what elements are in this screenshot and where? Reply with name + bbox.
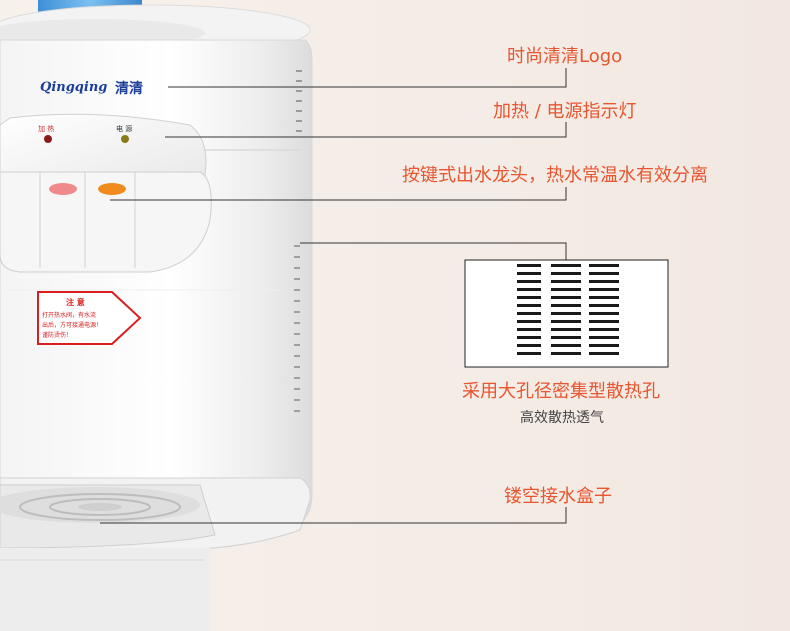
warning-line: 谨防烫伤！ [42,332,73,339]
power-indicator-light [121,135,129,143]
tray-front [0,548,210,631]
warning-line: 出后，方可接通电源！ [42,322,103,329]
warning-sticker [37,291,142,345]
callout-lines [100,68,567,524]
vent-callout-label: 采用大孔径密集型散热孔 [462,381,660,402]
dispenser-body [0,39,313,531]
hot-water-button [49,183,77,195]
warning-line: 打开热水阀，有水流 [42,312,97,319]
power-label: 电 源 [116,125,133,133]
vent-closeup-slots [517,264,619,355]
faucet-callout-label: 按键式出水龙头，热水常温水有效分离 [402,165,708,186]
brand-logo-cn: 清清 [115,81,143,97]
heat-indicator-light [44,135,52,143]
control-panel [0,113,207,179]
tray-callout-label: 镂空接水盒子 [504,486,612,507]
logo-callout-label: 时尚清清Logo [507,46,623,67]
heat-label: 加 热 [38,125,55,133]
side-vents-lower [294,245,300,412]
side-vents-upper [296,70,302,132]
vent-callout-sublabel: 高效散热透气 [520,410,604,426]
faucet-housing [0,171,212,273]
warm-water-button [98,183,126,195]
vent-closeup-box [464,259,669,368]
brand-logo-latin: Qingqing [40,80,108,95]
indicator-callout-label: 加热 / 电源指示灯 [493,101,637,122]
warning-title: 注 意 [66,298,85,307]
